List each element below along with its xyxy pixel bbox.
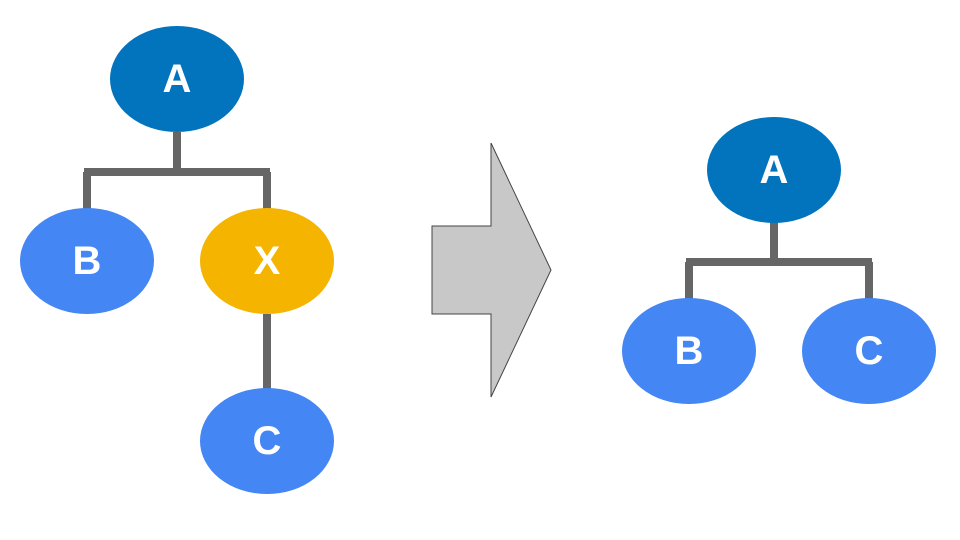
after-node-c: C: [802, 298, 936, 404]
before-node-c: C: [200, 388, 334, 494]
before-node-c-label: C: [252, 419, 282, 463]
after-node-c-label: C: [854, 329, 884, 373]
after-node-b-label: B: [674, 329, 704, 373]
right-arrow-icon: [431, 142, 552, 398]
before-node-x: X: [200, 208, 334, 314]
before-node-b-label: B: [72, 239, 102, 283]
before-node-x-label: X: [253, 239, 281, 283]
after-node-a: A: [707, 117, 841, 223]
after-tree-edges: [685, 222, 873, 300]
before-tree-edges: [83, 132, 271, 390]
before-node-a-label: A: [162, 57, 192, 101]
before-node-b: B: [20, 208, 154, 314]
after-node-a-label: A: [759, 148, 789, 192]
before-node-a: A: [110, 26, 244, 132]
after-node-b: B: [622, 298, 756, 404]
